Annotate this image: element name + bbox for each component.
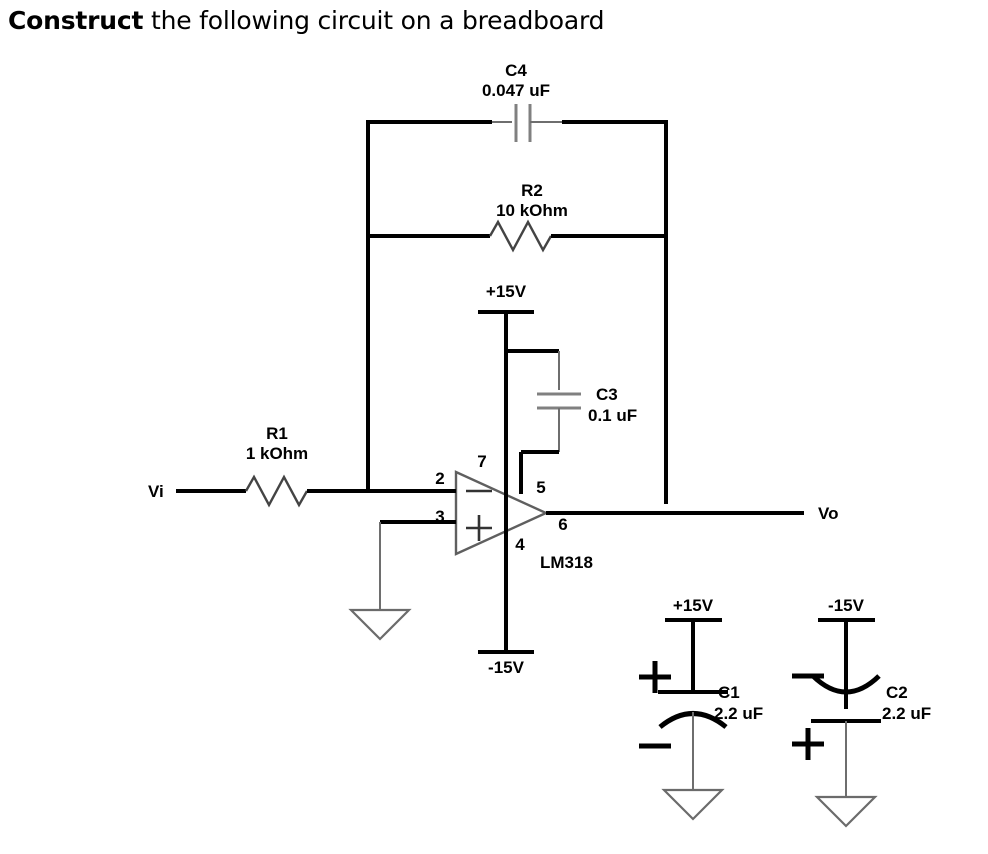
resistor-r2: R2 10 kOhm xyxy=(368,181,666,253)
output-node: Vo xyxy=(666,504,838,523)
r2-value: 10 kOhm xyxy=(496,201,568,220)
c2-value: 2.2 uF xyxy=(882,704,931,723)
r1-zigzag xyxy=(244,474,309,508)
page-title-bold: Construct xyxy=(8,6,144,35)
ground-symbol-noninverting xyxy=(348,608,412,641)
page-title: Construct the following circuit on a bre… xyxy=(8,6,605,36)
negative-supply-rail: -15V xyxy=(478,560,534,677)
negative-rail-label: -15V xyxy=(488,658,525,677)
capacitor-c4: C4 0.047 uF xyxy=(368,61,666,142)
capacitor-c3: C3 0.1 uF xyxy=(506,349,637,494)
pin-number-2: 2 xyxy=(435,469,444,488)
c4-designator: C4 xyxy=(505,61,527,80)
input-label-vi: Vi xyxy=(148,482,164,501)
capacitor-c1: +15V C1 2.2 uF xyxy=(639,596,763,821)
r1-value: 1 kOhm xyxy=(246,444,308,463)
c3-value: 0.1 uF xyxy=(588,406,637,425)
c4-value: 0.047 uF xyxy=(482,81,550,100)
positive-rail-label: +15V xyxy=(486,282,527,301)
pin-number-4: 4 xyxy=(515,535,525,554)
resistor-r1: R1 1 kOhm Vi xyxy=(148,424,368,508)
r2-designator: R2 xyxy=(521,181,543,200)
c2-plate-curved xyxy=(811,674,881,695)
pin-number-5: 5 xyxy=(536,478,545,497)
c2-rail-label: -15V xyxy=(828,596,865,615)
output-label-vo: Vo xyxy=(818,504,838,523)
c1-rail-label: +15V xyxy=(673,596,714,615)
opamp-part-number: LM318 xyxy=(540,553,593,572)
c2-designator: C2 xyxy=(886,683,908,702)
capacitor-c2: -15V C2 2.2 uF xyxy=(792,596,931,828)
positive-supply-rail: +15V xyxy=(478,282,534,493)
ground-symbol-c1 xyxy=(661,788,725,821)
c3-designator: C3 xyxy=(596,385,618,404)
pin-number-6: 6 xyxy=(558,515,567,534)
c1-value: 2.2 uF xyxy=(714,704,763,723)
ground-noninverting xyxy=(348,522,412,641)
page-title-rest: the following circuit on a breadboard xyxy=(143,6,605,35)
opamp-lm318: 2 3 7 4 5 6 LM318 xyxy=(368,452,666,572)
c1-designator: C1 xyxy=(718,683,740,702)
opamp-triangle xyxy=(454,470,549,556)
r1-designator: R1 xyxy=(266,424,288,443)
ground-symbol-c2 xyxy=(814,795,878,828)
r2-zigzag xyxy=(488,219,553,253)
pin-number-7: 7 xyxy=(477,452,486,471)
pin-number-3: 3 xyxy=(435,507,444,526)
